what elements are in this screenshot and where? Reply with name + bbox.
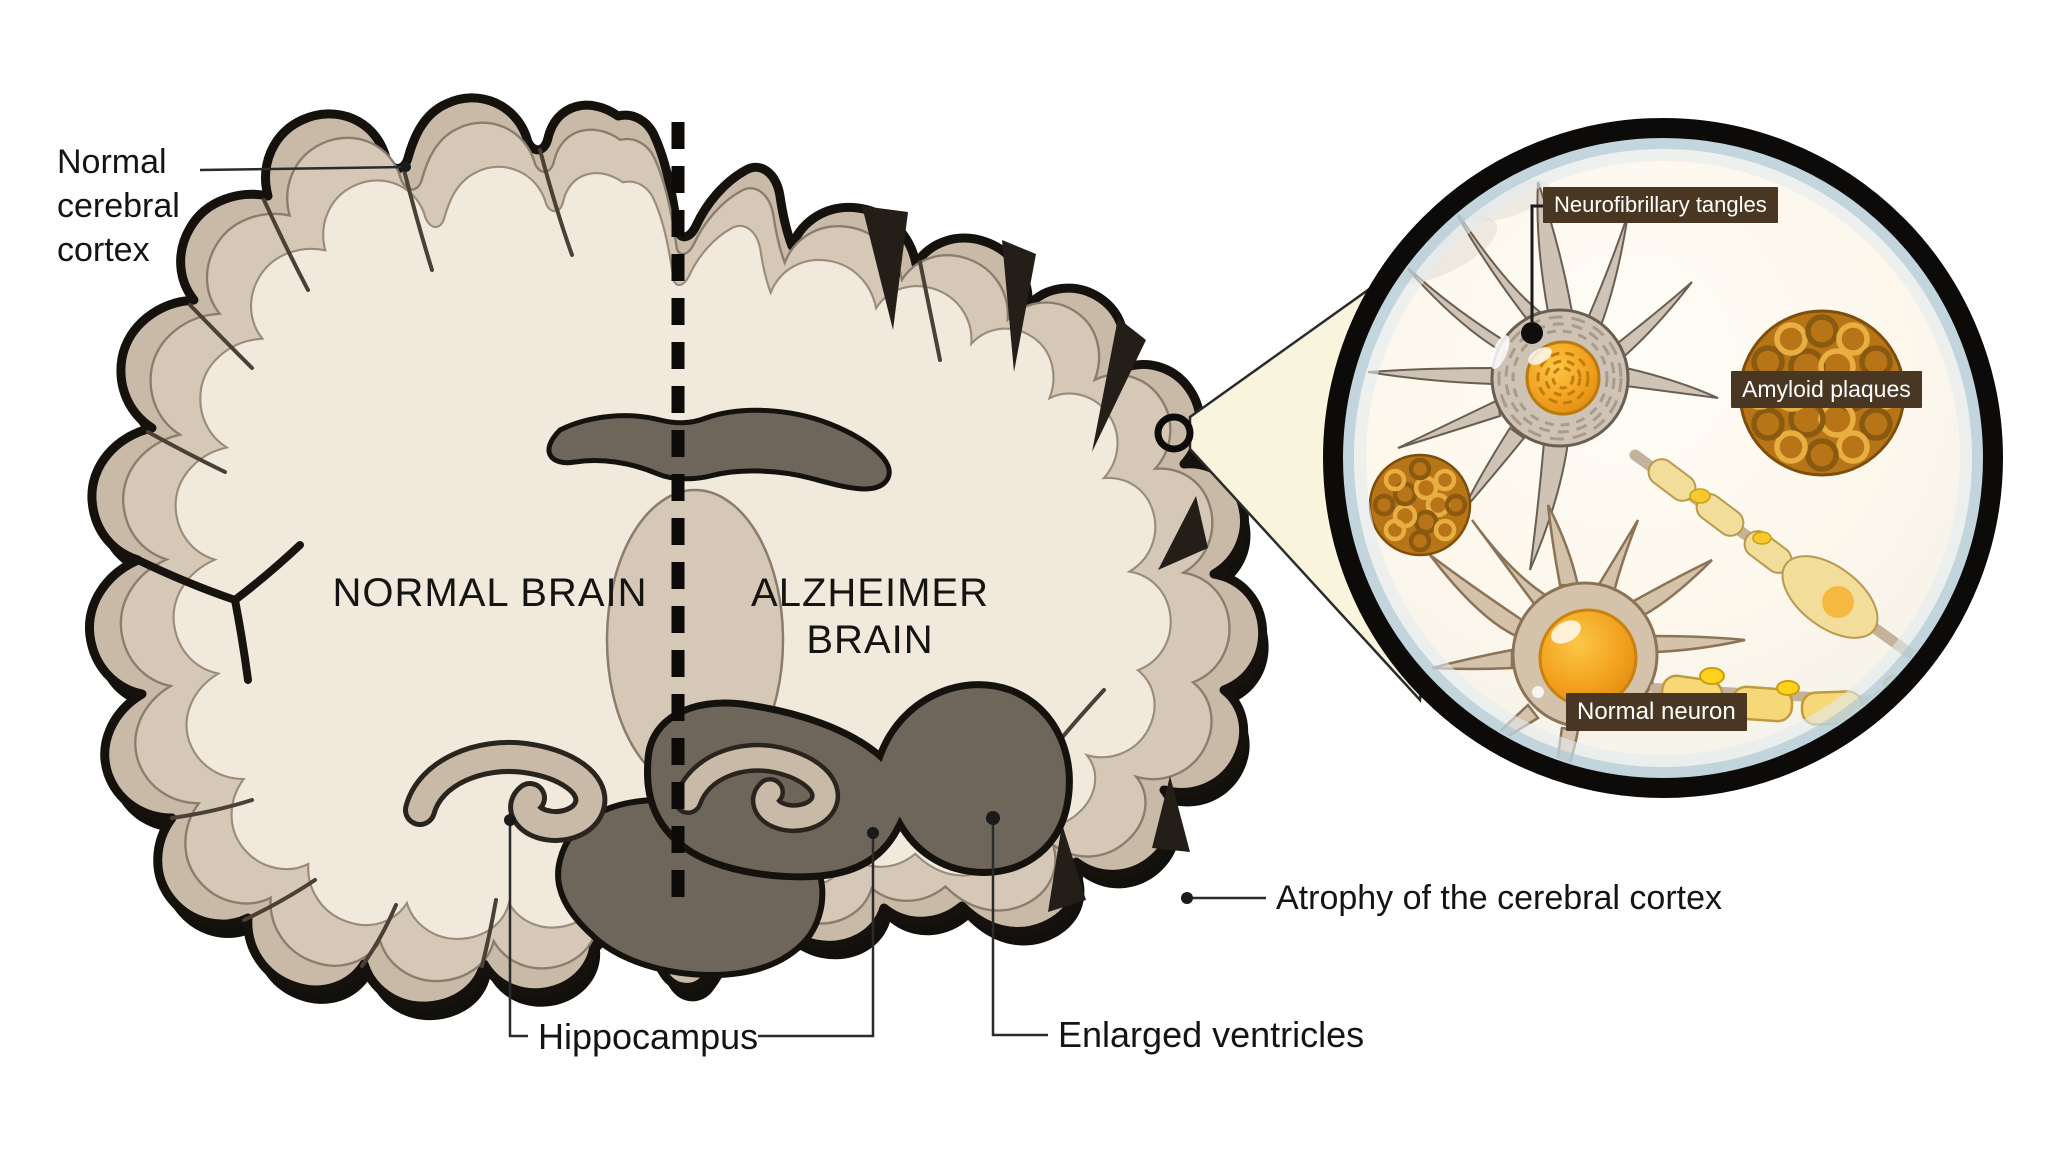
label-amyloid-plaques: Amyloid plaques [1731,371,1922,408]
label-enlarged-ventricles: Enlarged ventricles [1058,1014,1365,1055]
leader-enlarged-ventricles [991,824,1048,1037]
label-normal-brain: NORMAL BRAIN [332,571,648,615]
leader-lines [199,165,1266,1038]
lateral-ventricles [546,407,892,492]
label-neurofibrillary-tangles: Neurofibrillary tangles [1543,187,1778,223]
leader-dots [401,162,1193,904]
leader-neurofibrillary [1530,204,1548,322]
magnifier-small-circle [1154,413,1194,453]
hippocampus-left [403,740,608,843]
label-atrophy: Atrophy of the cerebral cortex [1276,879,1723,917]
brain-section [89,98,1269,1021]
lens-rim-light [1354,149,1972,767]
leader-normal-cortex [199,165,405,172]
sulci-normal-side [146,148,574,968]
label-normal-neuron: Normal neuron [1566,693,1747,731]
sulci-alzheimer-side [862,206,1208,912]
diseased-axon [1629,449,1936,674]
normal-nucleus [1538,608,1638,708]
hippocampus-right [673,742,841,834]
leader-hippocampus-left [508,825,528,1038]
amyloid-plaque-small [1368,453,1472,557]
label-alzheimer-brain: ALZHEIMER BRAIN [751,571,989,663]
label-hippocampus: Hippocampus [538,1016,759,1057]
lens-ring [1323,118,2003,798]
lens-rim-blue [1338,133,1988,783]
lateral-sulcus-y [134,541,304,684]
enlarged-ventricle [643,681,1073,881]
leader-dot-neurofibrillary [1521,322,1543,344]
label-normal-cerebral-cortex: Normal cerebral cortex [57,143,180,270]
leader-hippocampus-right [758,838,875,1038]
